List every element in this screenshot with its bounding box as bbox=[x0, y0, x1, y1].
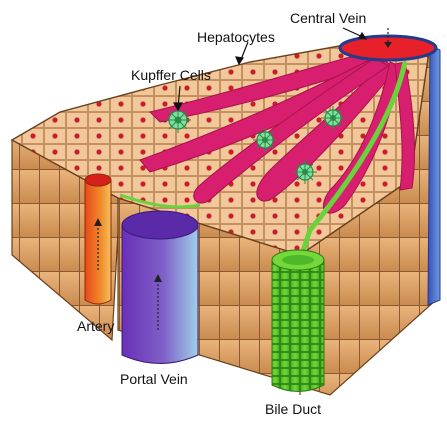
label-kupffer-cells: Kupffer Cells bbox=[131, 67, 211, 83]
bile-duct-vessel bbox=[272, 250, 324, 392]
label-artery: Artery bbox=[77, 318, 114, 334]
label-portal-vein: Portal Vein bbox=[120, 371, 188, 387]
artery-vessel bbox=[85, 174, 111, 304]
central-vein-tube bbox=[428, 45, 440, 305]
portal-vein-vessel bbox=[122, 211, 198, 364]
label-hepatocytes: Hepatocytes bbox=[197, 29, 275, 45]
label-central-vein: Central Vein bbox=[290, 10, 366, 26]
label-bile-duct: Bile Duct bbox=[265, 401, 321, 417]
